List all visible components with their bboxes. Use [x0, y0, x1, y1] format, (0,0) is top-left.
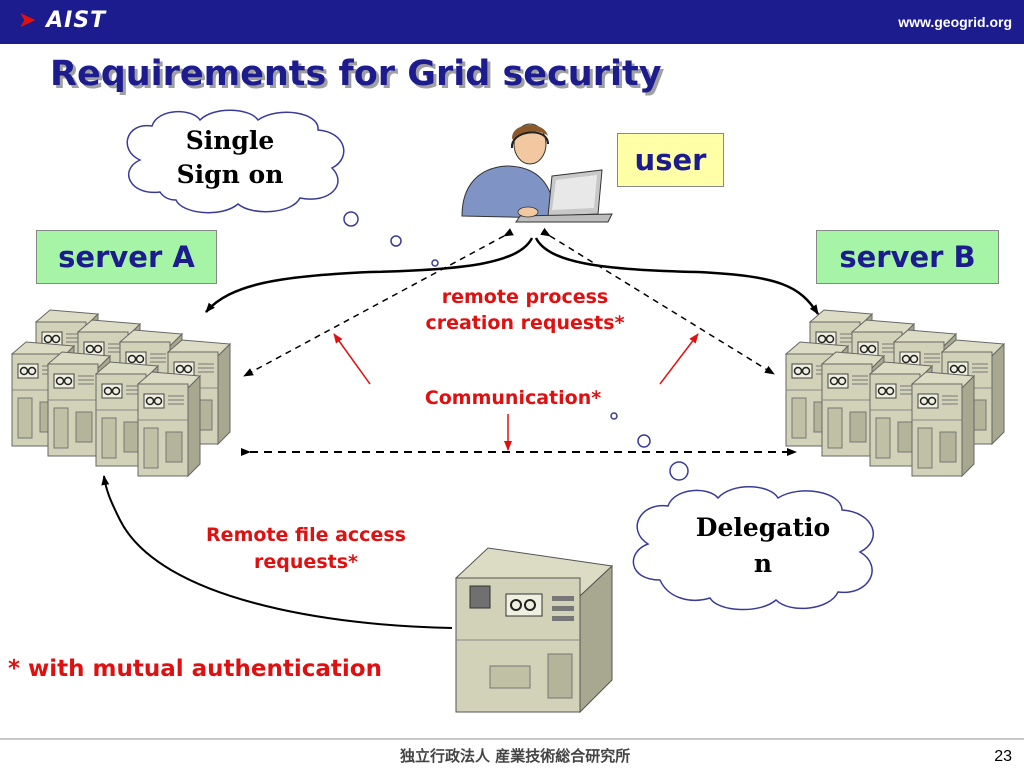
red-pointer-right — [659, 333, 699, 385]
user-figure-icon — [461, 123, 613, 223]
logo-text: AIST — [46, 8, 107, 33]
footer-organization: 独立行政法人 産業技術総合研究所 — [400, 747, 631, 765]
server-a-label: server A — [36, 230, 217, 284]
file-server-icon — [454, 547, 614, 714]
aist-logo: ➤ AIST — [18, 8, 106, 33]
server-a-cluster-icon — [11, 309, 231, 477]
delegation-text: Delegation — [695, 513, 831, 578]
delegation-cloud — [610, 412, 874, 611]
page-number: 23 — [994, 748, 1012, 765]
server-b-label: server B — [816, 230, 999, 284]
slide-title: Requirements for Grid security — [50, 54, 662, 94]
site-url: www.geogrid.org — [898, 14, 1012, 30]
communication-label: Communication* — [424, 387, 602, 409]
server-b-cluster-icon — [785, 309, 1005, 477]
red-pointer-left — [333, 333, 371, 385]
dashed-user-server-a — [243, 228, 514, 377]
single-sign-on-text: Single Sign on — [176, 126, 284, 189]
remote-file-label: Remote file access requests* — [206, 524, 406, 573]
file-server-to-server-a-arrow — [101, 475, 453, 629]
header-bar: ➤ AIST www.geogrid.org — [0, 0, 1024, 44]
remote-process-label: remote process creation requests* — [425, 286, 625, 334]
logo-swoosh-icon: ➤ — [18, 8, 38, 33]
footer-divider — [0, 738, 1024, 740]
mutual-authentication-note: * with mutual authentication — [8, 656, 382, 682]
user-label: user — [617, 133, 724, 187]
